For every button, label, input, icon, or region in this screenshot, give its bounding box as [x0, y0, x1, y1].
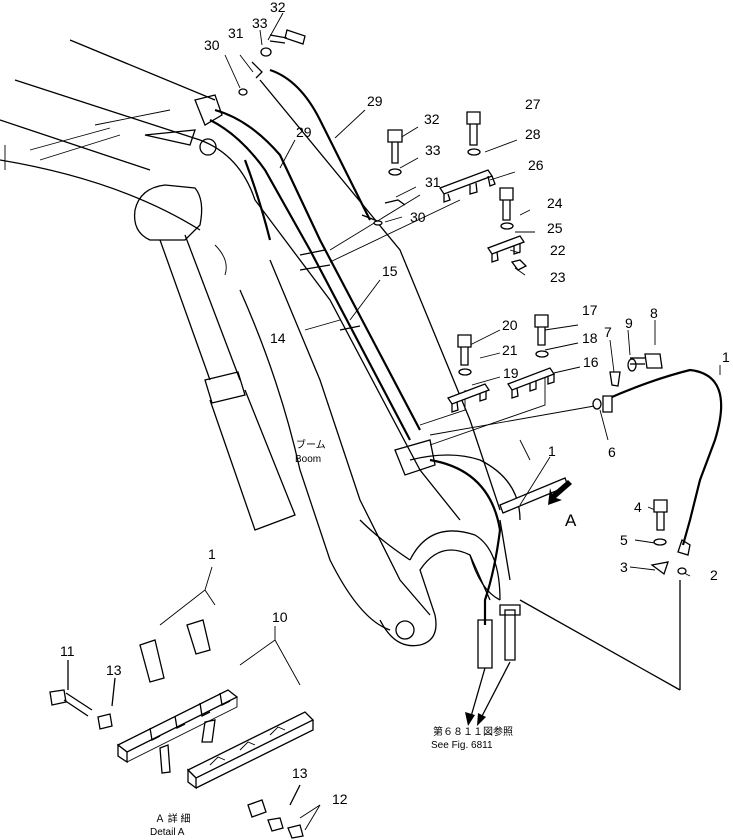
- callout-13: 13: [292, 765, 308, 781]
- callout-26: 26: [528, 157, 544, 173]
- callout-13: 13: [106, 662, 122, 678]
- callout-27: 27: [525, 96, 541, 112]
- callout-19: 19: [503, 365, 519, 381]
- callout-18: 18: [582, 330, 598, 346]
- callout-23: 23: [550, 269, 566, 285]
- boom-label-jp: ブーム: [296, 438, 326, 451]
- detail-a: [49, 566, 321, 839]
- callout-5: 5: [620, 532, 628, 548]
- callout-2: 2: [710, 567, 718, 583]
- callout-25: 25: [547, 220, 563, 236]
- callout-16: 16: [583, 354, 599, 370]
- callout-24: 24: [547, 195, 563, 211]
- callout-1: 1: [548, 443, 556, 459]
- callout-17: 17: [582, 302, 598, 318]
- callout-29: 29: [296, 124, 312, 140]
- callout-30: 30: [204, 37, 220, 53]
- callout-29: 29: [367, 93, 383, 109]
- callout-10: 10: [272, 609, 288, 625]
- callout-1: 1: [208, 546, 216, 562]
- callout-7: 7: [604, 324, 612, 340]
- callout-33: 33: [252, 15, 268, 31]
- callout-20: 20: [502, 317, 518, 333]
- callout-3: 3: [620, 559, 628, 575]
- callout-21: 21: [502, 342, 518, 358]
- detail-a-label-en: Detail A: [150, 827, 185, 838]
- view-a-label: A: [565, 511, 577, 530]
- callout-12: 12: [332, 791, 348, 807]
- callout-31: 31: [425, 174, 441, 190]
- leader-lines: [224, 12, 721, 577]
- callout-1: 1: [722, 349, 730, 365]
- callout-31: 31: [228, 25, 244, 41]
- view-a-arrow: [548, 480, 572, 505]
- detail-a-label-jp: Ａ 詳 細: [155, 812, 191, 825]
- reference-arrows: [465, 661, 511, 726]
- callout-30: 30: [410, 209, 426, 225]
- boom-body: [0, 39, 511, 647]
- callout-32: 32: [270, 0, 286, 15]
- callout-15: 15: [382, 263, 398, 279]
- callout-11: 11: [60, 643, 75, 659]
- pipe-lines: [209, 68, 723, 691]
- callout-33: 33: [425, 142, 441, 158]
- text-labels: ブーム Boom A 第６８１１図参照 See Fig. 6811 Ａ 詳 細 …: [150, 438, 577, 838]
- callout-9: 9: [625, 315, 633, 331]
- see-fig-label-jp: 第６８１１図参照: [433, 725, 513, 738]
- callout-22: 22: [550, 242, 566, 258]
- hardware-upper: [238, 29, 687, 576]
- callout-8: 8: [650, 305, 658, 321]
- see-fig-label-en: See Fig. 6811: [431, 740, 493, 751]
- callout-numbers: 32 33 31 30 29 29 32 27 28 33 26 31 30 2…: [60, 0, 730, 807]
- callout-4: 4: [634, 499, 642, 515]
- callout-32: 32: [424, 111, 440, 127]
- callout-28: 28: [525, 126, 541, 142]
- callout-14: 14: [270, 330, 286, 346]
- boom-cylinder: [133, 184, 296, 531]
- boom-label-en: Boom: [295, 454, 321, 465]
- callout-6: 6: [608, 444, 616, 460]
